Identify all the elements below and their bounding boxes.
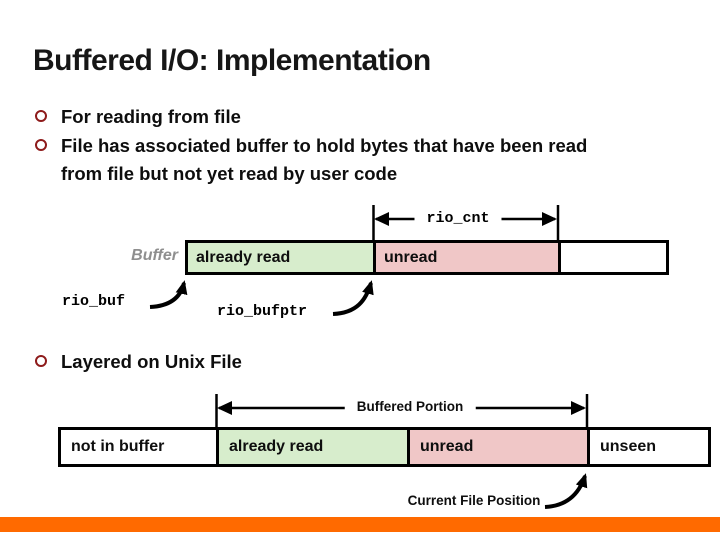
bullet-item: File has associated buffer to hold bytes… xyxy=(33,132,633,188)
bullet-circle-icon xyxy=(35,355,47,367)
arrowhead-left-icon xyxy=(374,212,389,226)
section-label: unseen xyxy=(600,438,657,455)
page-title: Buffered I/O: Implementation xyxy=(33,44,431,77)
section-label: unread xyxy=(420,438,474,455)
file-section-unseen: unseen xyxy=(590,430,708,464)
buffer-section-already-read: already read xyxy=(188,243,376,272)
current-file-position-label: Current File Position xyxy=(407,493,541,508)
section-label: unread xyxy=(384,248,438,266)
rio-bufptr-arrow xyxy=(332,280,374,316)
bullet-label: Layered on Unix File xyxy=(61,351,242,372)
current-file-position-arrow xyxy=(544,473,588,509)
bullet-circle-icon xyxy=(35,139,47,151)
bullet-label: For reading from file xyxy=(61,106,241,127)
file-box: not in buffer already read unread unseen xyxy=(58,427,711,467)
bullet-circle-icon xyxy=(35,110,47,122)
buffer-section-empty xyxy=(561,243,666,272)
arrowhead-left-icon xyxy=(217,401,232,415)
rio-buf-label: rio_buf xyxy=(62,293,126,310)
rio-cnt-label: rio_cnt xyxy=(414,210,502,227)
buffer-box: already read unread xyxy=(185,240,669,275)
section-label: already read xyxy=(229,438,324,455)
buffer-section-unread: unread xyxy=(376,243,561,272)
file-section-unread: unread xyxy=(410,430,590,464)
buffer-caption: Buffer xyxy=(131,247,178,264)
file-section-already-read: already read xyxy=(219,430,410,464)
rio-bufptr-label: rio_bufptr xyxy=(217,303,308,320)
arrowhead-right-icon xyxy=(571,401,586,415)
bullet-item: For reading from file xyxy=(33,103,673,131)
arrowhead-right-icon xyxy=(542,212,557,226)
section-label: already read xyxy=(196,248,291,266)
rio-buf-arrow xyxy=(149,280,188,309)
accent-bar xyxy=(0,517,720,532)
bullet-item: Layered on Unix File xyxy=(33,348,673,376)
bullet-label: File has associated buffer to hold bytes… xyxy=(61,135,588,184)
section-label: not in buffer xyxy=(71,438,165,455)
file-section-not-in-buffer: not in buffer xyxy=(61,430,219,464)
buffered-portion-label: Buffered Portion xyxy=(344,399,476,414)
